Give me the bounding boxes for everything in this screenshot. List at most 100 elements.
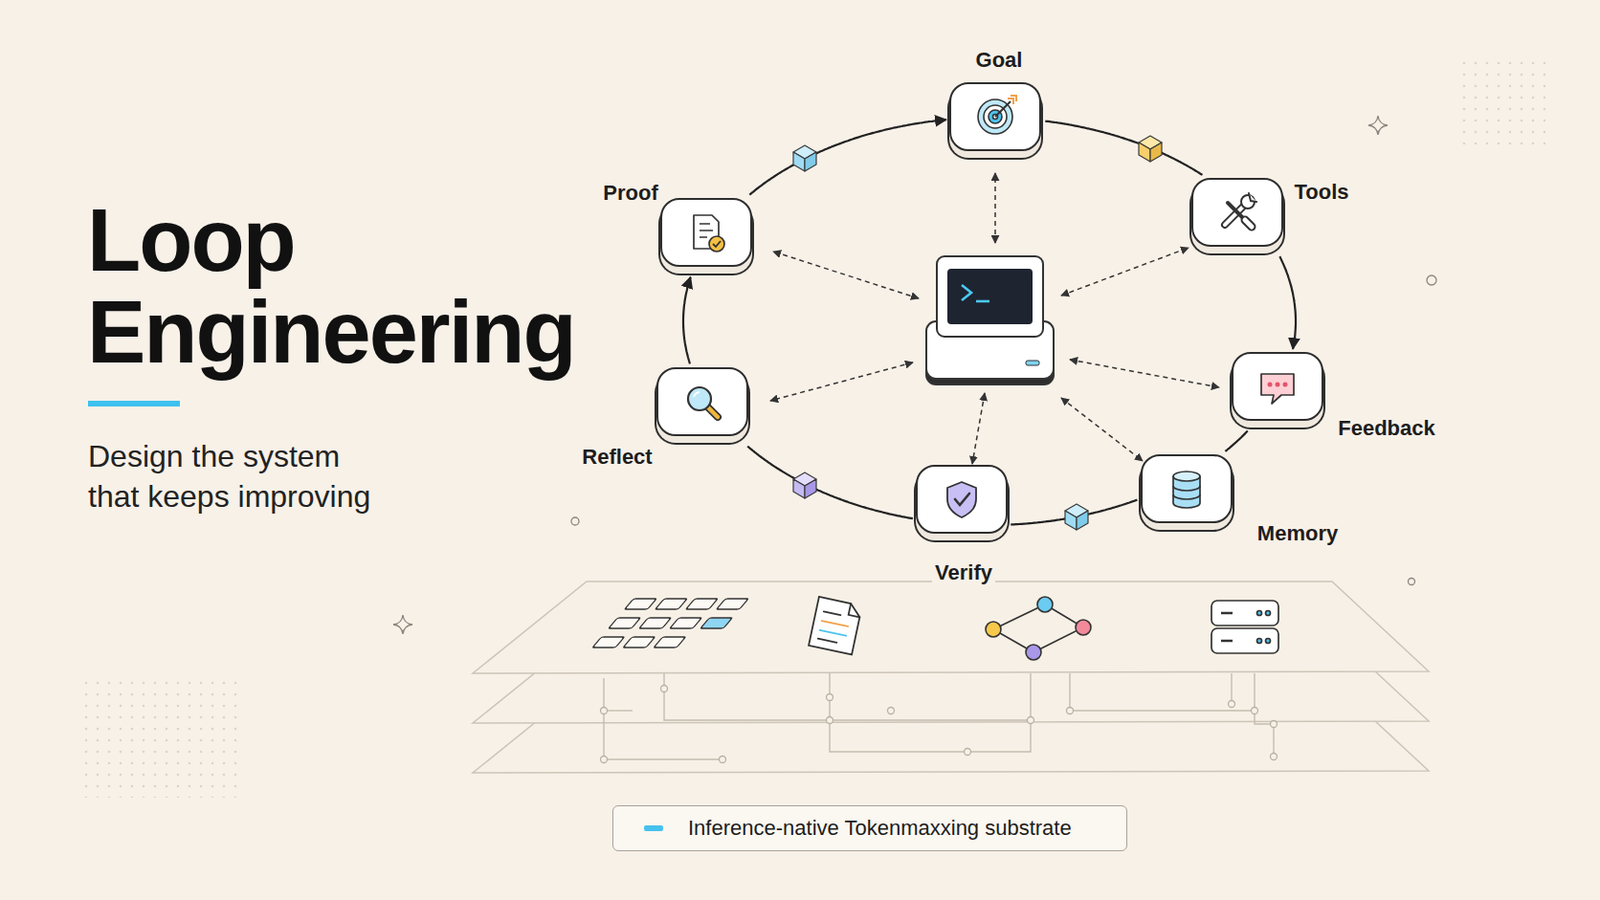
circuit-node: [1027, 717, 1035, 725]
step-label: Feedback: [1334, 416, 1439, 442]
cube-purple: [793, 479, 805, 499]
cube-purple: [793, 472, 817, 499]
cube-purple: [804, 479, 817, 499]
grid-icon: [669, 618, 702, 629]
legend-box: Inference-native Tokenmaxxing substrate: [612, 805, 1128, 852]
circuit-node: [1066, 708, 1074, 715]
graph-icon: [993, 604, 1084, 653]
server-icon: [1266, 639, 1271, 645]
cube-yellow: [1138, 142, 1151, 162]
platform-layer: [472, 581, 1429, 774]
platform-layer: [472, 581, 1429, 674]
dot-grid: [81, 56, 1546, 799]
graph-icon: [1075, 620, 1091, 636]
loop-step-tile: Tools: [1191, 177, 1284, 247]
loop-step-tile: Reflect: [656, 367, 749, 437]
grid-icon: [624, 599, 657, 610]
spoke-arrow: [770, 362, 913, 401]
circuit-line: [603, 710, 633, 712]
grid-icon: [700, 618, 733, 629]
dot-grid: [1459, 56, 1546, 145]
dot-grid: [81, 673, 246, 799]
server-icon: [1211, 600, 1279, 654]
cube-blue: [804, 152, 817, 172]
server-icon: [1257, 639, 1263, 645]
spoke-arrow: [994, 173, 997, 244]
circuit-line: [603, 678, 723, 760]
cube-blue: [1065, 511, 1077, 531]
loop-connector: [1044, 121, 1202, 176]
terminal-computer: [947, 268, 1033, 325]
spoke-arrow: [1069, 359, 1220, 388]
circuit-line: [664, 673, 1031, 721]
loop-step-tile: Verify: [915, 465, 1008, 534]
circuit-node: [600, 708, 608, 715]
deco-circle: [1408, 578, 1416, 586]
circuit-node: [719, 756, 727, 764]
cube-blue: [1076, 511, 1089, 531]
terminal-computer: [961, 285, 972, 301]
step-label: Tools: [1290, 179, 1352, 205]
graph-icon: [1025, 644, 1042, 661]
cube-blue: [1065, 504, 1089, 531]
circuit-node: [964, 749, 972, 756]
terminal-computer: [936, 256, 1044, 337]
document-icon: [820, 630, 846, 637]
circuit-node: [600, 686, 1278, 764]
loop-connector: [683, 277, 691, 365]
circuit-node: [1228, 701, 1236, 709]
circuit-line: [829, 673, 1031, 753]
spoke-arrow: [1061, 247, 1189, 296]
circuit-node: [661, 686, 668, 693]
grid-icon: [592, 637, 624, 648]
step-label: Goal: [973, 47, 1026, 73]
document-icon: [818, 639, 838, 644]
spoke-arrow: [1061, 398, 1143, 462]
sparkle: [1368, 115, 1388, 135]
spoke-arrow: [972, 393, 985, 465]
deco-circle: [1426, 275, 1437, 286]
grid-icon: [592, 599, 749, 648]
circuit-node: [826, 717, 834, 725]
legend-swatch: [644, 825, 664, 832]
circuit-node: [1270, 754, 1278, 761]
terminal-computer: [976, 300, 990, 304]
grid-icon: [653, 637, 686, 648]
document-icon: [808, 597, 863, 655]
circuit-line: [1230, 673, 1232, 705]
server-icon: [1221, 613, 1233, 642]
step-label: Verify: [932, 560, 996, 586]
cube-blue: [793, 152, 805, 172]
graph-icon: [985, 597, 1091, 661]
grid-icon: [622, 637, 655, 648]
loop-connector: [749, 119, 946, 196]
loop-connector: [747, 446, 913, 520]
loop-connector: [1279, 256, 1296, 350]
server-icon: [1266, 611, 1271, 617]
subtitle: Design the system that keeps improving: [88, 436, 395, 517]
document-icon: [823, 611, 842, 616]
circuit-node: [1251, 708, 1259, 715]
document-icon: [848, 603, 863, 618]
terminal-computer: [1025, 360, 1040, 366]
circuit-line: [1069, 673, 1255, 712]
document-icon: [822, 621, 848, 627]
cube-yellow: [1150, 142, 1162, 162]
circuit-node: [888, 708, 895, 715]
sparkle: [393, 615, 413, 635]
title-underline: [88, 400, 180, 407]
loop-step-tile: Proof: [660, 198, 753, 267]
loop-connector: [1224, 431, 1247, 452]
terminal-computer: [926, 256, 1054, 385]
circuit-line: [603, 673, 1274, 760]
main-title: Loop Engineering: [87, 194, 604, 378]
grid-icon: [716, 599, 749, 610]
circuit-node: [1270, 721, 1278, 729]
loop-step-tile: Goal: [949, 82, 1042, 152]
legend-text: Inference-native Tokenmaxxing substrate: [688, 816, 1072, 842]
deco-circle: [571, 517, 579, 526]
graph-icon: [985, 622, 1001, 638]
spoke-arrow: [773, 251, 919, 299]
grid-icon: [608, 618, 641, 629]
